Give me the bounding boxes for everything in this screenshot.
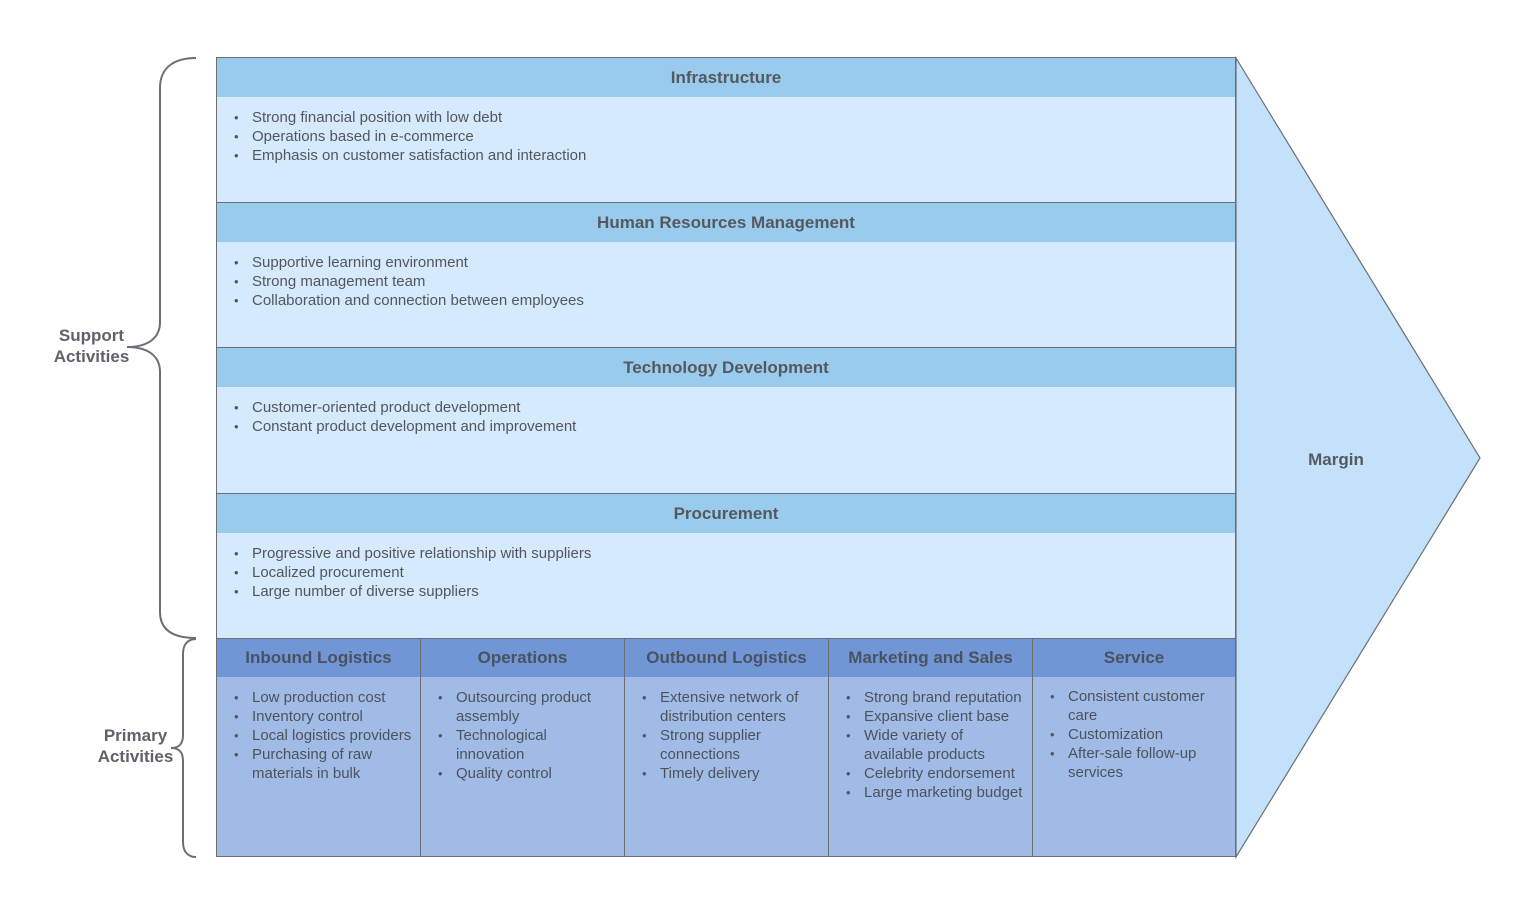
list-item: Strong brand reputation <box>846 688 1026 707</box>
list-item: Customer-oriented product development <box>234 398 576 417</box>
service-header: Service <box>1033 639 1235 677</box>
list-item: Wide variety of available products <box>846 726 1026 764</box>
outbound-logistics-body: Extensive network of distribution center… <box>625 677 828 856</box>
hr-management-body: Supportive learning environment Strong m… <box>217 242 1235 347</box>
outbound-logistics-list: Extensive network of distribution center… <box>642 688 822 783</box>
infrastructure-list: Strong financial position with low debt … <box>234 108 586 165</box>
outbound-logistics-header: Outbound Logistics <box>625 639 828 677</box>
list-item: Low production cost <box>234 688 414 707</box>
marketing-sales-list: Strong brand reputation Expansive client… <box>846 688 1026 802</box>
procurement-list: Progressive and positive relationship wi… <box>234 544 591 601</box>
infrastructure-body: Strong financial position with low debt … <box>217 97 1235 202</box>
list-item: Large number of diverse suppliers <box>234 582 591 601</box>
list-item: Timely delivery <box>642 764 822 783</box>
list-item: Strong supplier connections <box>642 726 822 764</box>
list-item: Large marketing budget <box>846 783 1026 802</box>
list-item: Expansive client base <box>846 707 1026 726</box>
list-item: Celebrity endorsement <box>846 764 1026 783</box>
marketing-sales-header: Marketing and Sales <box>829 639 1032 677</box>
procurement-header: Procurement <box>217 494 1235 533</box>
list-item: Localized procurement <box>234 563 591 582</box>
list-item: Progressive and positive relationship wi… <box>234 544 591 563</box>
list-item: Strong management team <box>234 272 584 291</box>
support-brace <box>126 57 197 639</box>
list-item: Collaboration and connection between emp… <box>234 291 584 310</box>
list-item: Emphasis on customer satisfaction and in… <box>234 146 586 165</box>
marketing-sales-body: Strong brand reputation Expansive client… <box>829 677 1032 856</box>
hr-management-header: Human Resources Management <box>217 203 1235 242</box>
inbound-logistics-body: Low production cost Inventory control Lo… <box>217 677 420 856</box>
procurement-body: Progressive and positive relationship wi… <box>217 533 1235 638</box>
primary-brace <box>170 638 197 858</box>
operations-list: Outsourcing product assembly Technologic… <box>438 688 618 783</box>
support-activities-label: Support Activities <box>53 326 130 366</box>
service-body: Consistent customer care Customization A… <box>1033 677 1235 856</box>
list-item: After-sale follow-up services <box>1050 744 1229 782</box>
operations-body: Outsourcing product assembly Technologic… <box>421 677 624 856</box>
list-item: Inventory control <box>234 707 414 726</box>
list-item: Purchasing of raw materials in bulk <box>234 745 414 783</box>
margin-label: Margin <box>1308 450 1364 469</box>
hr-management-list: Supportive learning environment Strong m… <box>234 253 584 310</box>
list-item: Strong financial position with low debt <box>234 108 586 127</box>
inbound-logistics-list: Low production cost Inventory control Lo… <box>234 688 414 783</box>
service-list: Consistent customer care Customization A… <box>1050 687 1229 782</box>
list-item: Constant product development and improve… <box>234 417 576 436</box>
inbound-logistics-header: Inbound Logistics <box>217 639 420 677</box>
technology-development-body: Customer-oriented product development Co… <box>217 387 1235 493</box>
margin-arrow <box>1235 55 1481 860</box>
technology-development-header: Technology Development <box>217 348 1235 387</box>
technology-development-list: Customer-oriented product development Co… <box>234 398 576 436</box>
list-item: Outsourcing product assembly <box>438 688 618 726</box>
list-item: Consistent customer care <box>1050 687 1229 725</box>
list-item: Extensive network of distribution center… <box>642 688 822 726</box>
list-item: Operations based in e-commerce <box>234 127 586 146</box>
list-item: Quality control <box>438 764 618 783</box>
primary-activities-label: Primary Activities <box>97 726 174 766</box>
list-item: Supportive learning environment <box>234 253 584 272</box>
operations-header: Operations <box>421 639 624 677</box>
list-item: Local logistics providers <box>234 726 414 745</box>
list-item: Technological innovation <box>438 726 618 764</box>
list-item: Customization <box>1050 725 1229 744</box>
infrastructure-header: Infrastructure <box>217 58 1235 97</box>
